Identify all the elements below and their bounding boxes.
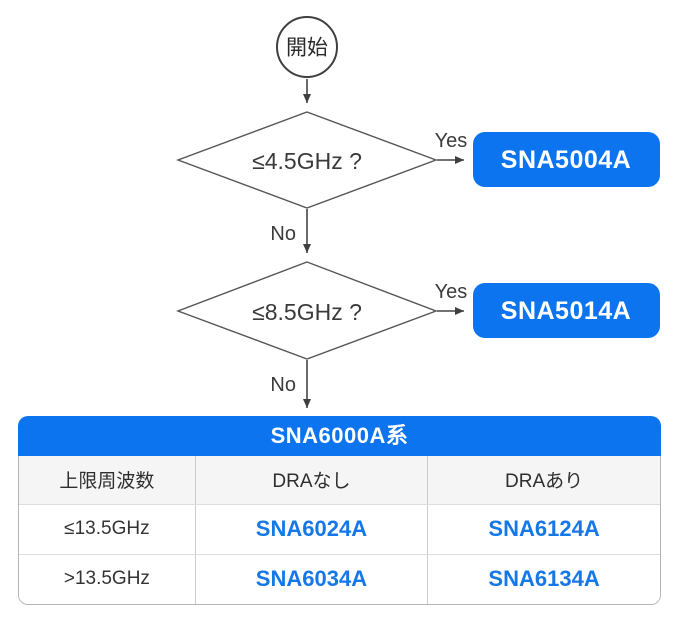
model-link-sna6024a[interactable]: SNA6024A: [194, 504, 428, 555]
model-link-sna6134a[interactable]: SNA6134A: [427, 554, 660, 604]
table-title: SNA6000A系: [18, 416, 661, 456]
model-link-sna6124a[interactable]: SNA6124A: [427, 504, 660, 555]
yes-label-2: Yes: [435, 281, 468, 303]
col-header-frequency: 上限周波数: [19, 456, 196, 505]
decision-diamond-2: [176, 261, 438, 360]
freq-cell: ≤13.5GHz: [19, 504, 196, 555]
decision-1-question: ≤4.5GHz ?: [252, 148, 362, 174]
flowchart-svg: 開始 ≤4.5GHz ? Yes SNA5004A No ≤8.5GHz ? Y…: [175, 16, 660, 408]
table-row: >13.5GHz SNA6034A SNA6134A: [19, 554, 660, 604]
decision-2-question: ≤8.5GHz ?: [252, 299, 362, 325]
result-box-sna5004a[interactable]: [473, 132, 660, 187]
result-label-sna5004a[interactable]: SNA5004A: [501, 146, 631, 174]
model-table: 上限周波数 DRAなし DRAあり ≤13.5GHz SNA6024A SNA6…: [19, 456, 660, 604]
table-header-row: 上限周波数 DRAなし DRAあり: [19, 456, 660, 505]
start-node: [276, 16, 338, 78]
result-label-sna5014a[interactable]: SNA5014A: [501, 297, 631, 325]
table-body: 上限周波数 DRAなし DRAあり ≤13.5GHz SNA6024A SNA6…: [18, 456, 661, 605]
decision-diamond-1: [175, 111, 439, 209]
no-label-1: No: [270, 223, 296, 245]
table-row: ≤13.5GHz SNA6024A SNA6124A: [19, 504, 660, 555]
start-label: 開始: [286, 37, 328, 60]
model-link-sna6034a[interactable]: SNA6034A: [194, 554, 428, 604]
sna6000a-table: SNA6000A系 上限周波数 DRAなし DRAあり ≤13.5GHz SNA…: [18, 416, 661, 605]
no-label-2: No: [270, 374, 296, 396]
col-header-dra-yes: DRAあり: [427, 456, 660, 505]
yes-label-1: Yes: [435, 130, 468, 152]
col-header-dra-none: DRAなし: [194, 456, 428, 505]
freq-cell: >13.5GHz: [19, 554, 196, 604]
result-box-sna5014a[interactable]: [473, 283, 660, 338]
